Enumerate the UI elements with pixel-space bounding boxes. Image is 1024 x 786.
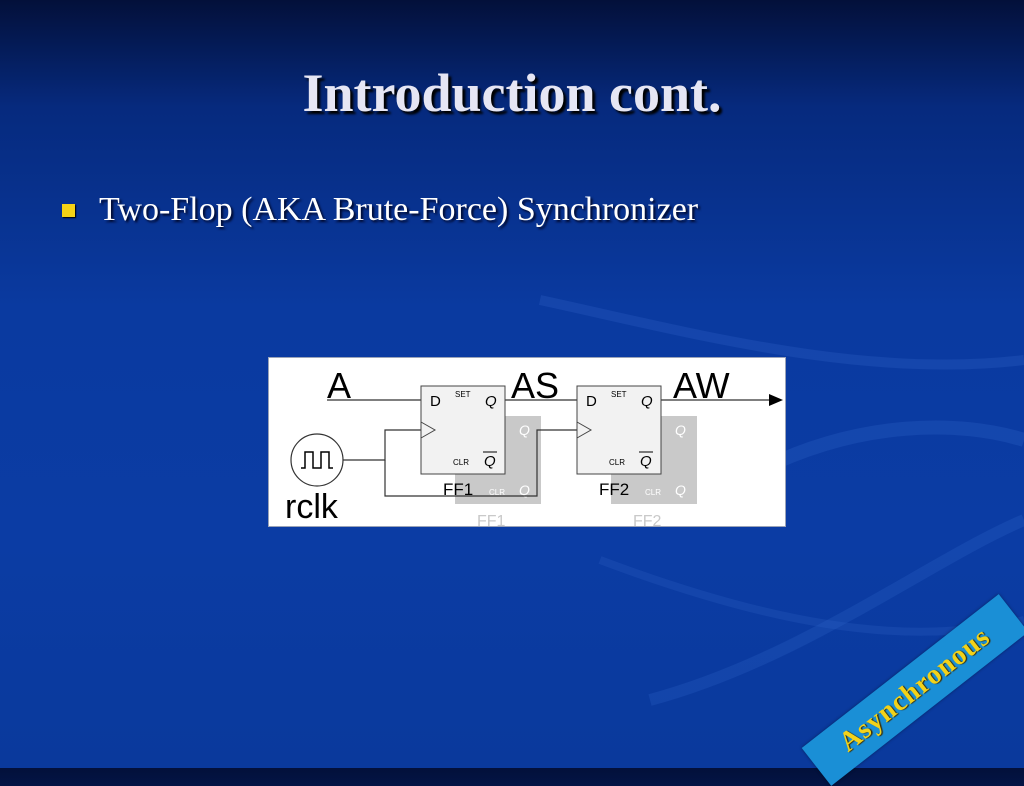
ff2-shadow-q: Q	[675, 422, 686, 438]
output-arrow-icon	[769, 394, 783, 406]
signal-a-label: A	[327, 365, 351, 406]
ff2-clock-triangle-icon	[576, 421, 593, 439]
clock-source	[290, 433, 344, 487]
circuit-svg: D SET Q CLR Q FF1 D SET Q CLR Q FF2	[285, 365, 783, 526]
ff1-pin-qbar: Q	[484, 453, 496, 470]
ff1-label: FF1	[443, 480, 473, 499]
ff2-pin-set: SET	[611, 390, 627, 399]
ff1-shadow-q: Q	[519, 422, 530, 438]
ff2-pin-clr: CLR	[609, 458, 625, 467]
ff1-pin-set: SET	[455, 390, 471, 399]
bullet-text: Two-Flop (AKA Brute-Force) Synchronizer	[99, 191, 699, 228]
background-swirl	[538, 295, 1024, 706]
ff1-pin-clr: CLR	[453, 458, 469, 467]
ff1-shadow-clr: CLR	[489, 488, 505, 497]
ff2: D SET Q CLR Q FF2	[576, 385, 662, 499]
wire-clk-ff1	[341, 429, 421, 461]
wire-clk-ff2	[384, 429, 577, 497]
ff2-label: FF2	[599, 480, 629, 499]
clock-label: rclk	[285, 488, 339, 526]
ff1: D SET Q CLR Q FF1	[420, 385, 506, 499]
ff2-shadow-clr: CLR	[645, 488, 661, 497]
synchronizer-diagram: D SET Q CLR Q FF1 D SET Q CLR Q FF2	[268, 357, 786, 527]
slide-title: Introduction cont.	[302, 63, 722, 123]
bullet-item: Two-Flop (AKA Brute-Force) Synchronizer	[62, 188, 698, 232]
ff2-pin-q: Q	[641, 393, 653, 410]
square-bullet-icon	[62, 203, 75, 217]
ff2-pin-d: D	[586, 393, 597, 410]
wires	[327, 399, 769, 497]
ff2-shadow-qbar: Q	[675, 482, 686, 498]
ff2-shadow-label: FF2	[633, 513, 662, 526]
clock-circle	[290, 433, 344, 487]
signal-aw-label: AW	[673, 365, 730, 406]
signal-as-label: AS	[511, 365, 559, 406]
ff2-pin-qbar: Q	[640, 453, 652, 470]
ff1-pin-q: Q	[485, 393, 497, 410]
ff1-pin-d: D	[430, 393, 441, 410]
square-wave-icon	[301, 451, 333, 469]
ff1-shadow-qbar: Q	[519, 482, 530, 498]
ff1-clock-triangle-icon	[420, 421, 437, 439]
ff1-shadow-label: FF1	[477, 513, 506, 526]
